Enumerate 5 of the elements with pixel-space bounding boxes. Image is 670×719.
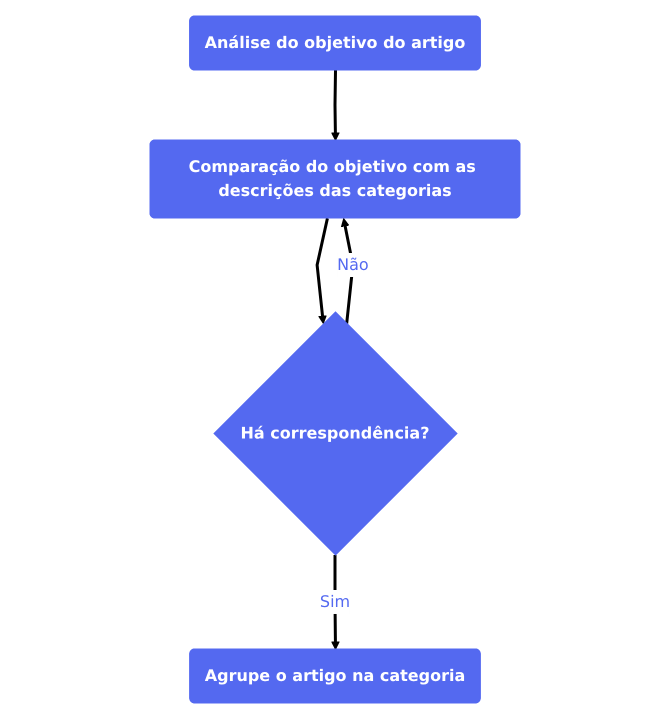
edge-label: Sim bbox=[320, 592, 350, 611]
node-diamond: Há correspondência? bbox=[213, 311, 458, 556]
edge-label: Não bbox=[337, 255, 369, 274]
arrow bbox=[316, 218, 329, 324]
arrow bbox=[331, 70, 340, 141]
